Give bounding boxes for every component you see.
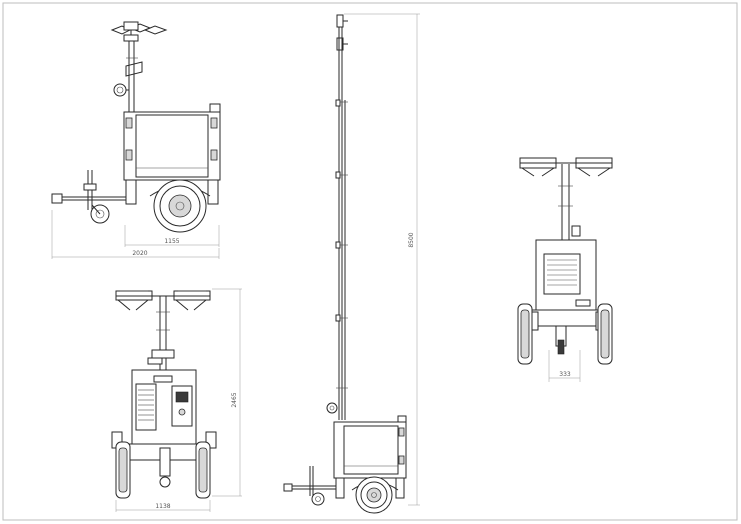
side-view: 1155 2020 [51, 21, 221, 259]
front-view-cabinet [131, 369, 197, 445]
dimension-label-side-wheelbase: 1155 [164, 238, 179, 245]
side-view-mast [113, 41, 143, 112]
mast-extended-view: 8500 [283, 13, 420, 514]
rear-view-lamp-bar [519, 157, 613, 177]
front-view-dimensions [115, 288, 242, 512]
dimension-label-mast-height: 8500 [408, 232, 415, 247]
rear-view-cabinet [535, 239, 597, 311]
dimension-label-front-track-width: 1138 [155, 503, 170, 510]
front-view: 1138 2465 [111, 288, 242, 512]
rear-view-dimensions [548, 350, 581, 382]
front-view-lamp-bar [115, 290, 211, 311]
rear-view-wheel-right [597, 303, 613, 365]
side-view-dimensions [51, 210, 220, 259]
mast-view-wheel [355, 476, 393, 514]
rear-view-chassis [526, 309, 608, 355]
front-view-wheel-right [195, 441, 211, 499]
mast-view-cabinet [333, 415, 407, 479]
front-view-mast [147, 296, 175, 372]
mast-view-chassis [283, 466, 405, 506]
front-view-wheel-left [115, 441, 131, 499]
side-view-lamp-heads [110, 21, 168, 42]
mast-view-lamp-heads [336, 14, 348, 51]
rear-view: 333 [517, 157, 613, 382]
side-view-chassis [51, 170, 219, 224]
side-view-cabinet [123, 103, 221, 181]
side-view-wheel [153, 179, 207, 233]
dimension-label-side-overall-length: 2020 [132, 250, 147, 257]
dimension-label-front-height: 2465 [231, 392, 238, 407]
mast-view-dimensions [344, 13, 420, 506]
dimension-label-rear-width: 333 [559, 371, 571, 378]
front-view-chassis [111, 431, 217, 488]
mast-view-mast [326, 27, 348, 420]
rear-view-mast [558, 164, 581, 242]
rear-view-wheel-left [517, 303, 533, 365]
